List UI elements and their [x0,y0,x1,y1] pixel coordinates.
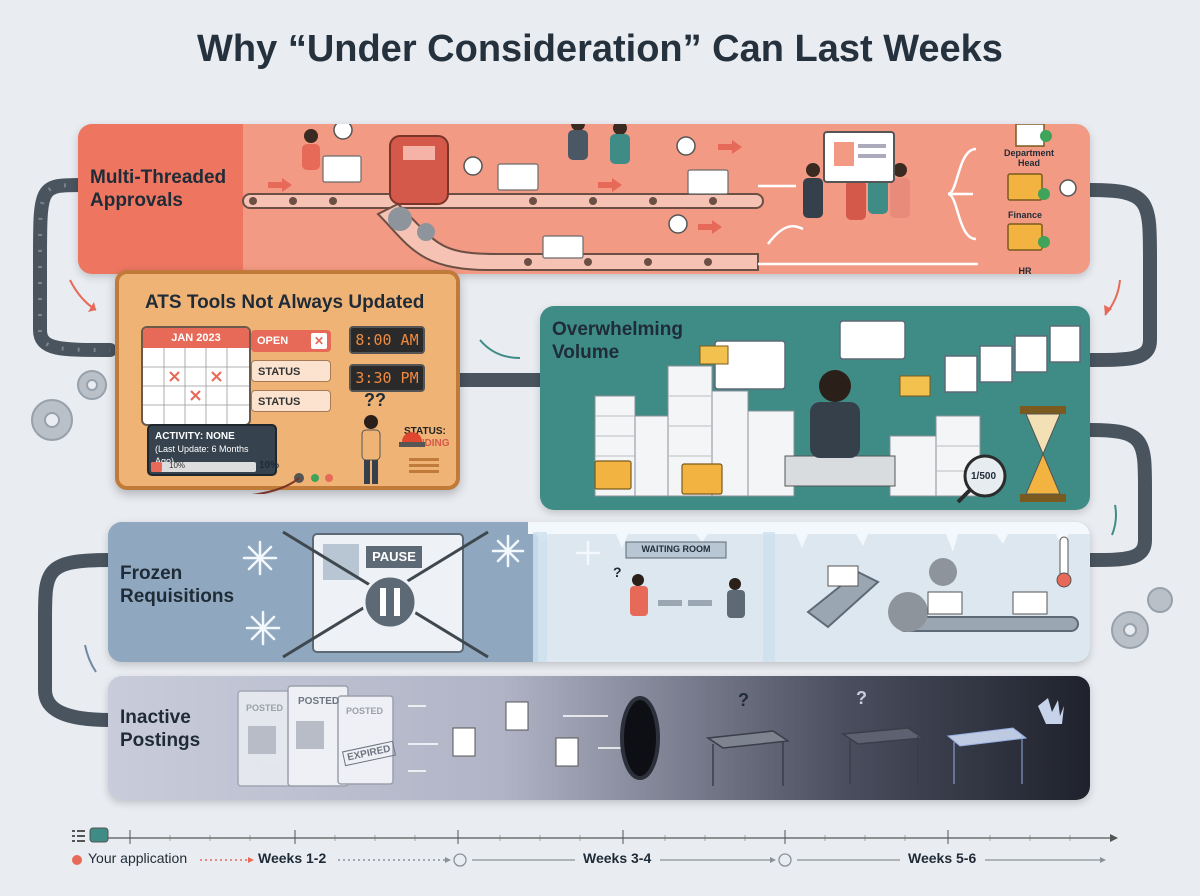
ats-panel: ATS Tools Not Always Updated JAN 2023 OP… [115,270,460,494]
posted-tag-2: POSTED [298,696,340,707]
clock-icon [453,853,467,867]
volume-counter: 1/500 [971,471,997,482]
pause-icon [362,574,418,630]
gear-icon [31,370,1173,649]
inactive-label-line2: Postings [120,730,201,751]
volume-label: Overwhelming Volume [552,318,683,364]
time-display-1: 8:00 AM [349,326,425,354]
status-value: PENDING [404,438,450,449]
gear-icon [888,558,957,632]
volume-band: Overwhelming Volume [540,306,1090,510]
status-pending: STATUS: PENDING [404,426,450,450]
approvals-label-line1: Multi-Threaded [90,167,227,188]
waiting-room-sign: WAITING ROOM [641,544,711,554]
checkmark-icon [1038,130,1052,248]
approvals-label: Multi-Threaded Approvals [90,166,226,212]
clock-icon [333,124,1077,234]
question-icon: ?? [364,390,386,410]
folder-icon [1007,124,1045,251]
progress-percent: 10% [259,460,280,471]
approvals-band: Multi-Threaded Approvals [78,124,1090,274]
calendar: JAN 2023 [141,326,251,426]
ats-title: ATS Tools Not Always Updated [145,292,425,313]
hourglass-icon [1020,406,1066,502]
weeks-3-4: Weeks 3-4 [583,850,652,866]
legend-list-icon [72,830,85,842]
inactive-label: Inactive Postings [120,706,200,752]
weeks-5-6: Weeks 5-6 [908,850,977,866]
progress-fill [151,462,162,472]
status-label-1: STATUS [258,366,301,378]
approvals-illustration [242,124,1077,271]
progress-bar: 10% [151,461,256,472]
question-icon: ? [613,564,622,580]
snowflake-icon [242,534,601,646]
status-label-2: STATUS [258,396,301,408]
recipient-hr: HR [1018,266,1032,274]
posted-tag-3: POSTED [346,706,384,716]
approvals-label-panel [78,124,243,274]
close-icon: ✕ [311,333,327,349]
activity-line1: ACTIVITY: NONE [155,431,235,442]
question-icon: ? [856,688,867,708]
calendar-header: JAN 2023 [143,328,249,348]
envelope-icon [699,345,931,397]
progress-small-label: 10% [169,461,186,470]
open-label: OPEN [257,335,289,347]
calendar-grid [143,348,249,424]
recipient-department-head: Department Head [1003,148,1054,168]
status-toggle-2: STATUS [251,390,331,412]
magnifier-icon [956,454,1007,504]
timeline: Your application Weeks 1-2 Weeks 3-4 Wee… [60,820,1120,880]
legend-swatch [89,827,109,843]
status-word: STATUS: [404,426,446,437]
thermometer-icon [1056,536,1072,588]
frozen-label: Frozen Requisitions [120,562,234,608]
page-title: Why “Under Consideration” Can Last Weeks [197,28,1003,70]
inactive-label-line1: Inactive [120,707,191,728]
frozen-band: Frozen Requisitions ? [108,522,1090,662]
time-display-2: 3:30 PM [349,364,425,392]
weeks-1-2: Weeks 1-2 [258,850,327,866]
frozen-label-line2: Requisitions [120,586,235,607]
volume-illustration [594,320,1081,504]
application-dot [72,855,82,865]
question-icon: ? [738,690,749,710]
open-toggle: OPEN ✕ [251,330,331,352]
folder-icon [594,460,723,495]
legend-your-application: Your application [88,850,188,866]
status-toggle-1: STATUS [251,360,331,382]
volume-label-line2: Volume [552,342,620,363]
hand-icon [1038,698,1064,724]
recipient-finance: Finance [1007,210,1042,220]
inactive-band: Inactive Postings [108,676,1090,800]
approvals-label-line2: Approvals [90,190,183,211]
pause-banner: PAUSE [372,549,416,564]
frozen-label-line1: Frozen [120,563,183,584]
clock-icon [778,853,792,867]
gear-icon [388,207,435,241]
activity-line2: (Last Update: 6 Months Ago) [155,444,249,466]
volume-label-line1: Overwhelming [552,319,683,340]
posted-tag-1: POSTED [246,703,284,713]
frozen-illustration: ? [242,522,1090,662]
timeline-axis [72,827,1118,867]
inactive-illustration: ? ? [237,685,1064,787]
